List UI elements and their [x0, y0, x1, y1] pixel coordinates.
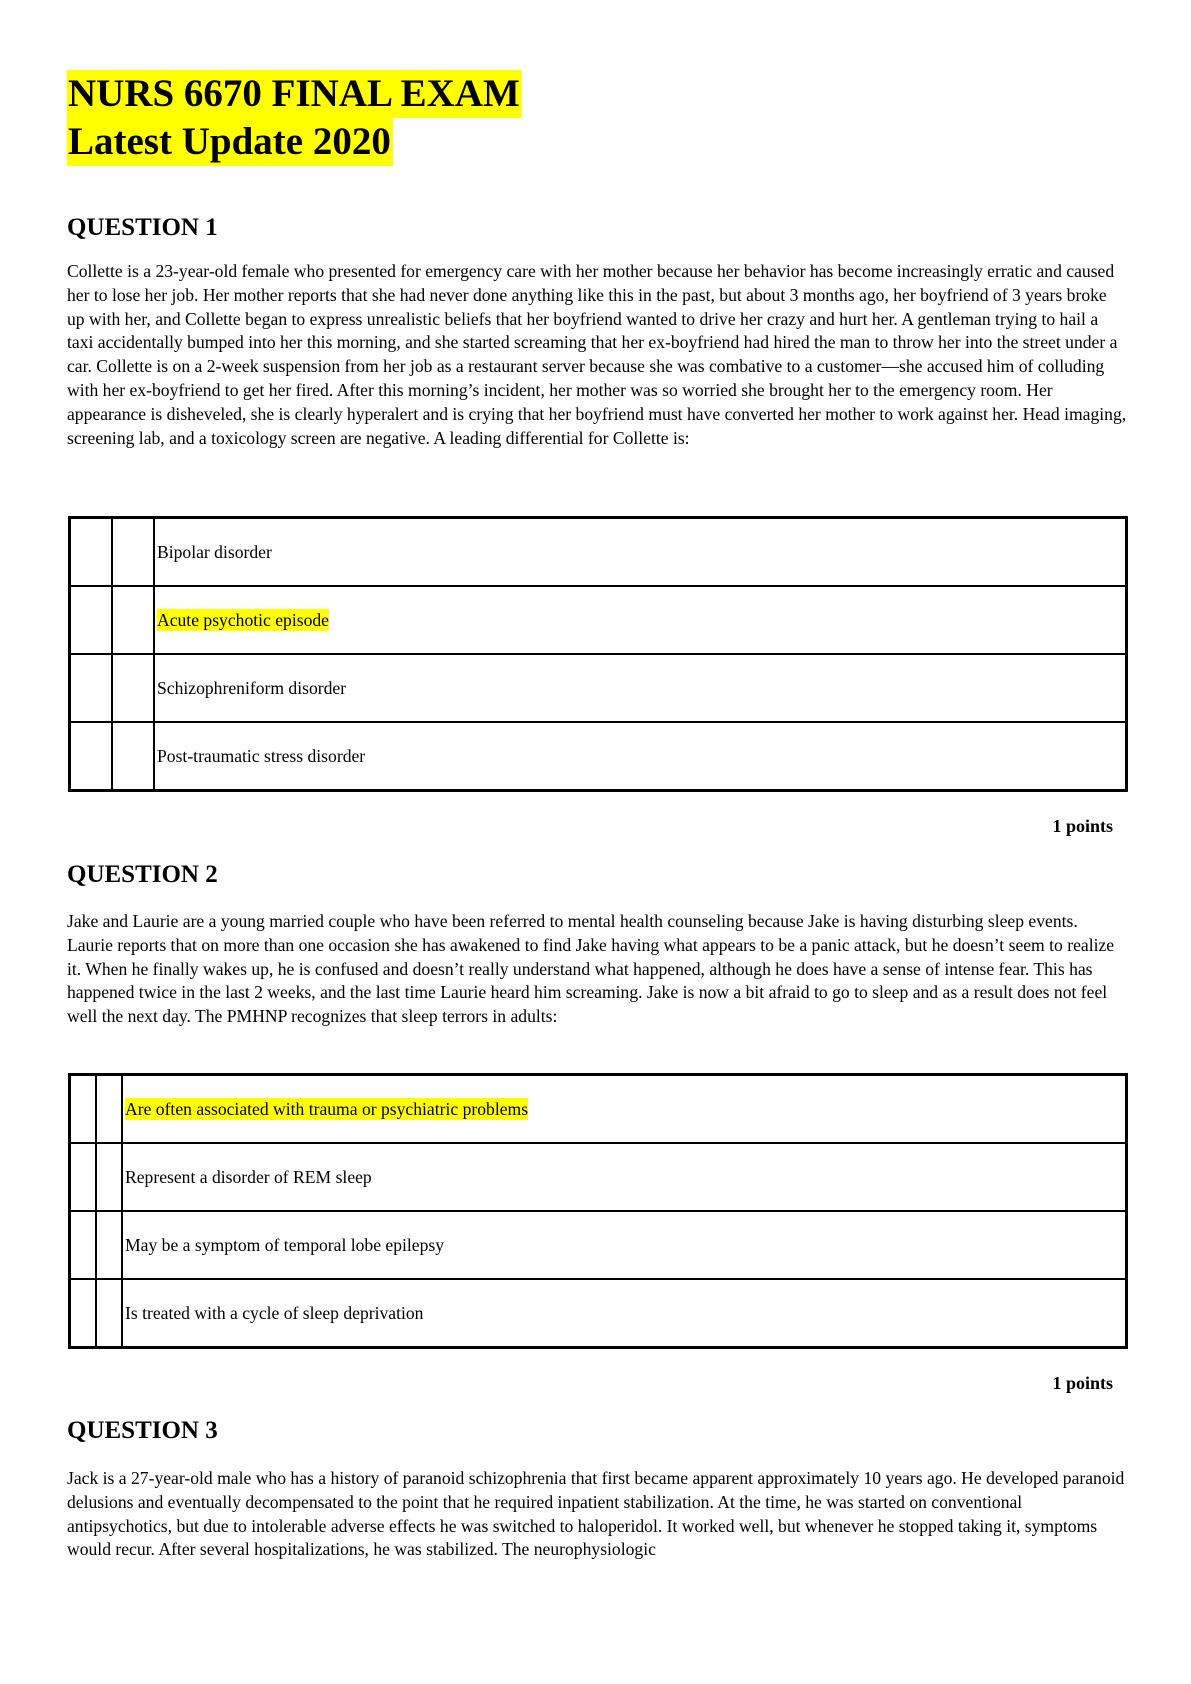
question-2-points: 1 points — [1052, 1373, 1113, 1393]
option-cell-blank — [95, 1073, 123, 1144]
answer-option[interactable]: Are often associated with trauma or psyc… — [68, 1073, 1128, 1144]
option-cell-blank — [111, 653, 155, 723]
option-label: Schizophreniform disorder — [157, 677, 347, 698]
title-line-1: NURS 6670 FINAL EXAM — [67, 70, 522, 118]
title-line-2: Latest Update 2020 — [67, 118, 393, 166]
answer-option[interactable]: Acute psychotic episode — [68, 585, 1128, 655]
answer-option[interactable]: Represent a disorder of REM sleep — [68, 1142, 1128, 1212]
option-cell-blank — [68, 1210, 97, 1280]
answer-option[interactable]: Schizophreniform disorder — [68, 653, 1128, 723]
option-cell-blank — [111, 585, 155, 655]
option-cell-blank — [68, 1278, 97, 1349]
option-label: Post-traumatic stress disorder — [157, 745, 366, 766]
answer-option[interactable]: Post-traumatic stress disorder — [68, 721, 1128, 792]
option-cell-blank — [68, 516, 113, 587]
option-label-highlighted: Are often associated with trauma or psyc… — [125, 1097, 529, 1120]
option-cell-blank — [111, 516, 155, 587]
option-label-highlighted: Acute psychotic episode — [157, 608, 329, 631]
option-cell-blank — [68, 721, 113, 792]
answer-option[interactable]: Bipolar disorder — [68, 516, 1128, 587]
question-2-options: Are often associated with trauma or psyc… — [68, 1073, 1128, 1349]
question-1-heading: QUESTION 1 — [67, 214, 218, 241]
question-2-heading: QUESTION 2 — [67, 861, 218, 888]
option-cell-blank — [95, 1210, 123, 1280]
option-cell-blank — [68, 585, 113, 655]
option-cell-blank — [68, 653, 113, 723]
document-title: NURS 6670 FINAL EXAM Latest Update 2020 — [67, 70, 522, 166]
answer-option[interactable]: May be a symptom of temporal lobe epilep… — [68, 1210, 1128, 1280]
option-label: Bipolar disorder — [157, 541, 272, 562]
option-label: Represent a disorder of REM sleep — [125, 1166, 372, 1187]
option-cell-blank — [95, 1142, 123, 1212]
question-3-text: Jack is a 27-year-old male who has a his… — [67, 1468, 1125, 1560]
option-cell-blank — [111, 721, 155, 792]
option-cell-blank — [68, 1073, 97, 1144]
question-3-heading: QUESTION 3 — [67, 1417, 218, 1444]
option-label: May be a symptom of temporal lobe epilep… — [125, 1234, 445, 1255]
question-1-options: Bipolar disorder Acute psychotic episode… — [68, 516, 1128, 792]
question-2-text: Jake and Laurie are a young married coup… — [67, 911, 1115, 1027]
option-label: Is treated with a cycle of sleep depriva… — [125, 1302, 424, 1323]
question-1-text: Collette is a 23-year-old female who pre… — [67, 261, 1127, 448]
option-cell-blank — [68, 1142, 97, 1212]
question-1-points: 1 points — [1052, 816, 1113, 836]
option-cell-blank — [95, 1278, 123, 1349]
answer-option[interactable]: Is treated with a cycle of sleep depriva… — [68, 1278, 1128, 1349]
